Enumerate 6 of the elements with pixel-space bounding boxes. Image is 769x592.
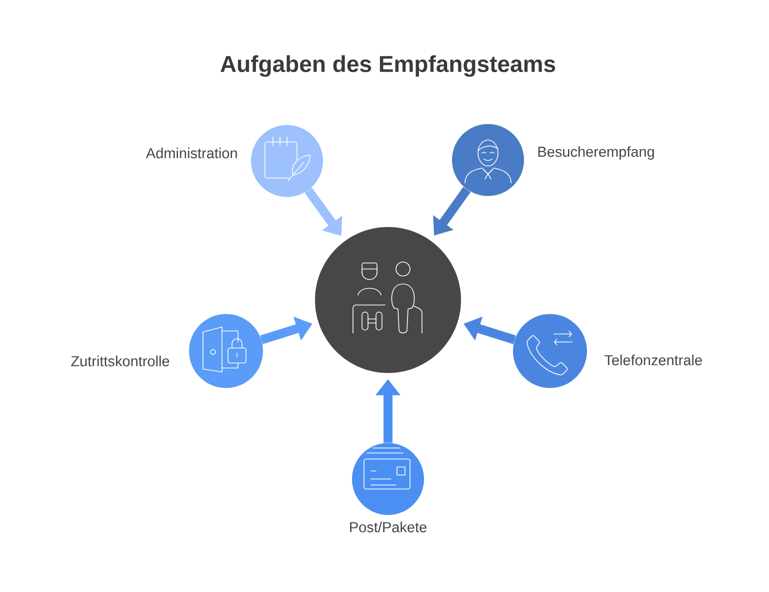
- title: Aufgaben des Empfangsteams: [220, 55, 556, 77]
- node-label: Zutrittskontrolle: [71, 356, 170, 366]
- node-label: Post/Pakete: [350, 522, 426, 532]
- node-label: Besucherempfang: [538, 146, 654, 160]
- node-label: Administration: [146, 148, 237, 158]
- node-label: Telefonzentrale: [604, 354, 702, 366]
